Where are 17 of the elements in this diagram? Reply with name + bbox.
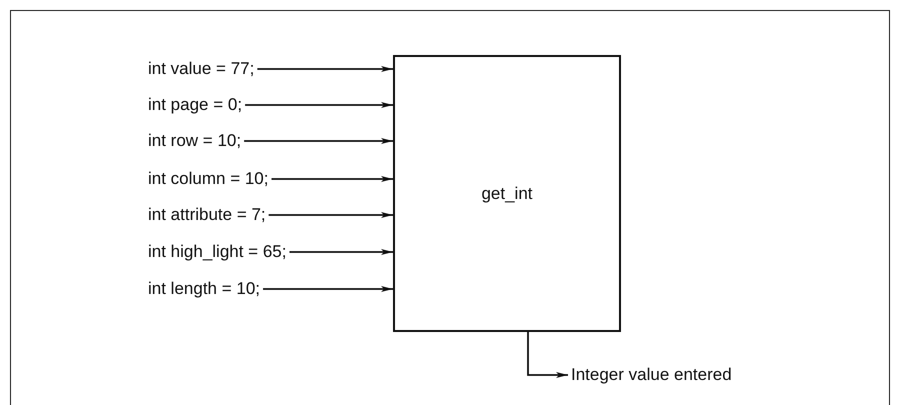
arrow xyxy=(245,102,393,108)
arrow xyxy=(289,249,393,255)
arrow xyxy=(257,66,393,72)
arrow xyxy=(272,176,393,182)
code-text: int page = 0; xyxy=(148,95,242,115)
code-text: int attribute = 7; xyxy=(148,205,266,225)
arrow xyxy=(268,212,393,218)
code-text: int row = 10; xyxy=(148,131,242,151)
arrow xyxy=(527,332,568,378)
code-text: int length = 10; xyxy=(148,279,260,299)
code-text: int value = 77; xyxy=(148,59,254,79)
arrow xyxy=(244,138,393,144)
function-box: get_int xyxy=(393,55,621,332)
code-text: Integer value entered xyxy=(571,365,732,385)
arrow xyxy=(263,286,393,292)
code-text: int column = 10; xyxy=(148,169,268,189)
code-text: int high_light = 65; xyxy=(148,242,286,262)
